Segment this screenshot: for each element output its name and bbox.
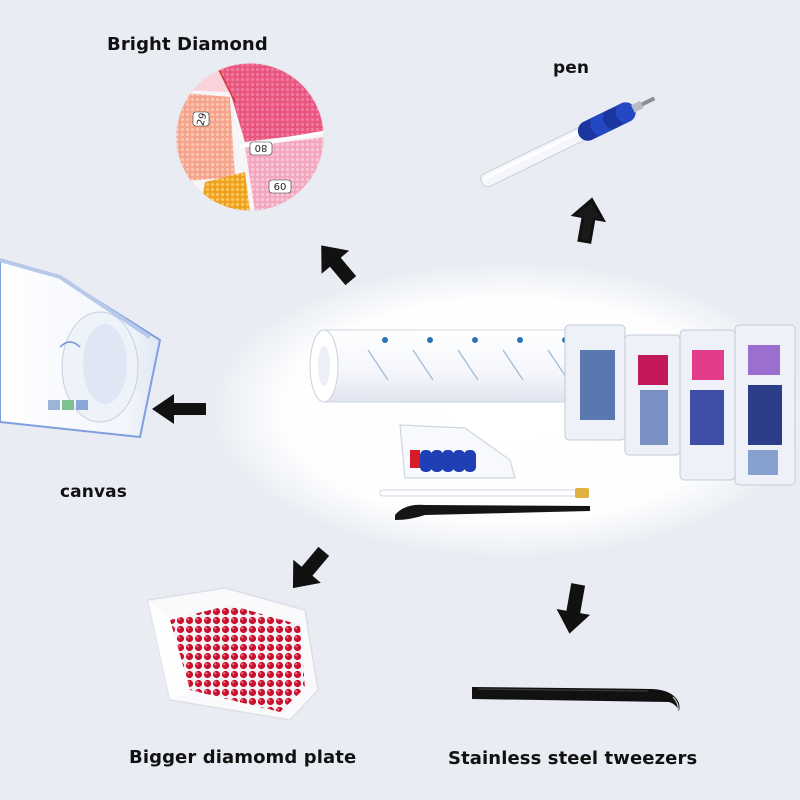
- arrow-up-pen-icon: [570, 197, 607, 244]
- arrow-up-left-diamond-icon: [321, 245, 357, 286]
- label-bright-diamond: Bright Diamond: [107, 34, 268, 55]
- pen-image: [480, 96, 656, 188]
- bag-number-60: 60: [274, 182, 287, 193]
- bag-number-29: 29: [195, 112, 209, 127]
- label-pen: pen: [553, 58, 590, 78]
- tweezers-image: [472, 687, 680, 712]
- label-canvas: canvas: [60, 482, 127, 502]
- arrow-down-tweezers-icon: [556, 583, 591, 634]
- bright-diamond-image: 29 80 60: [175, 62, 325, 212]
- diamond-plate-image: [147, 587, 319, 721]
- arrow-left-canvas-icon: [152, 394, 206, 424]
- label-bigger-diamond-plate: Bigger diamomd plate: [129, 747, 357, 768]
- bag-number-80: 80: [255, 142, 268, 153]
- arrow-down-left-plate-icon: [292, 546, 330, 589]
- label-stainless-steel-tweezers: Stainless steel tweezers: [448, 748, 698, 769]
- kit-composition-image: [309, 324, 796, 520]
- canvas-image: [0, 258, 162, 439]
